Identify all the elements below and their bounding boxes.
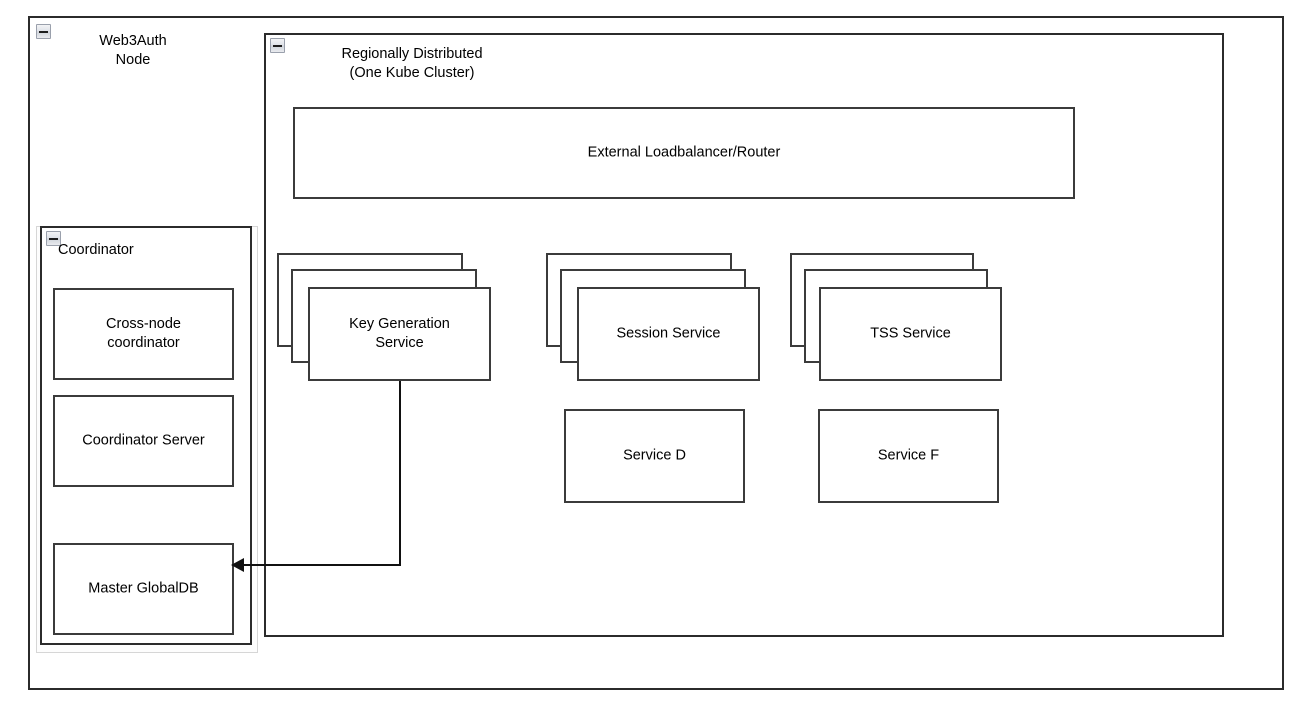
stack-layer-front: TSS Service [819, 287, 1002, 381]
edge-keygen-to-globaldb-horizontal [240, 564, 401, 566]
collapse-minus-icon-web3auth-node[interactable] [36, 24, 51, 39]
node-master-globaldb[interactable]: Master GlobalDB [53, 543, 234, 635]
collapse-minus-icon-kube-cluster[interactable] [270, 38, 285, 53]
node-label-tss-service: TSS Service [870, 325, 951, 342]
stack-layer-front: Session Service [577, 287, 760, 381]
edge-keygen-to-globaldb-vertical [399, 381, 401, 566]
node-key-generation-service[interactable]: Key Generation Service [277, 253, 491, 381]
collapse-minus-icon-coordinator[interactable] [46, 231, 61, 246]
stack-layer-front: Key Generation Service [308, 287, 491, 381]
node-coordinator-server[interactable]: Coordinator Server [53, 395, 234, 487]
node-label-external-loadbalancer: External Loadbalancer/Router [587, 144, 781, 161]
node-label-key-generation-service: Key Generation Service [349, 316, 450, 351]
node-external-loadbalancer[interactable]: External Loadbalancer/Router [293, 107, 1075, 199]
node-service-d[interactable]: Service D [564, 409, 745, 503]
arrowhead-left-icon-globaldb [231, 558, 244, 572]
node-label-cross-node-coordinator: Cross-node coordinator [106, 316, 181, 351]
node-label-coordinator-server: Coordinator Server [82, 432, 205, 449]
node-label-session-service: Session Service [616, 325, 721, 342]
node-label-master-globaldb: Master GlobalDB [88, 580, 199, 597]
node-session-service[interactable]: Session Service [546, 253, 760, 381]
node-service-f[interactable]: Service F [818, 409, 999, 503]
node-label-service-f: Service F [877, 447, 940, 464]
node-label-service-d: Service D [623, 447, 686, 464]
node-cross-node-coordinator[interactable]: Cross-node coordinator [53, 288, 234, 380]
node-tss-service[interactable]: TSS Service [790, 253, 1002, 381]
